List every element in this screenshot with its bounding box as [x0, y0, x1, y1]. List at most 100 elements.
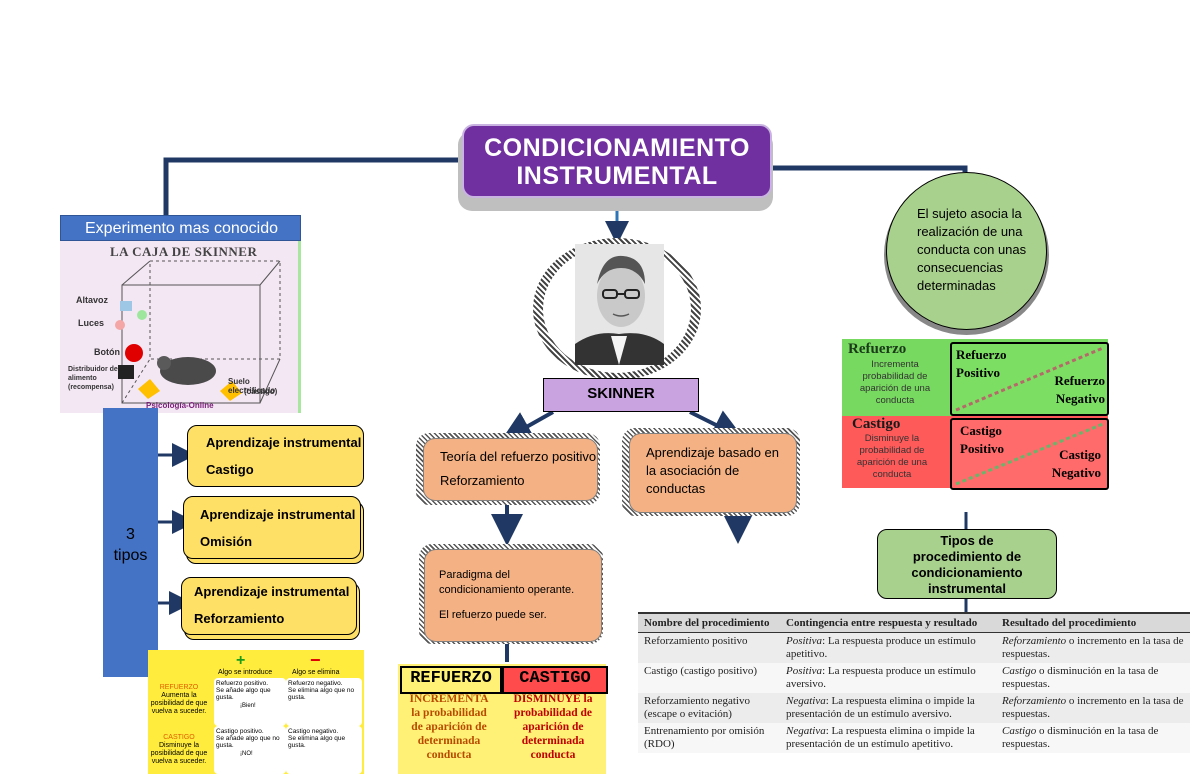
refuerzo-castigo-card: REFUERZO CASTIGO INCREMENTA la probabili… [398, 664, 608, 774]
skinner-portrait [575, 244, 664, 365]
refuerzo-desc: INCREMENTA la probabilidad de aparición … [400, 692, 498, 762]
cont-text: : La respuesta elimina o impide la prese… [786, 695, 975, 720]
refuerzo-desc-2: la probabilidad [411, 707, 487, 719]
aprendizaje-reforzamiento-line2: Reforzamiento [194, 611, 285, 626]
castigo-desc-2: probabilidad de [513, 707, 593, 719]
label-castigo: (castigo) [244, 387, 278, 396]
panel-castigo-desc: Disminuye la probabilidad de aparición d… [856, 433, 928, 480]
skinner-box-image: LA CAJA DE SKINNER Altavoz Luces Botón D… [60, 241, 301, 413]
col-elimina: Algo se elimina [292, 669, 340, 676]
bubble-bien: ¡Bien! [240, 703, 256, 709]
label-distribuidor: Distribuidor de [68, 366, 118, 373]
card-castigo-negativo: Castigo negativo. Se elimina algo que gu… [286, 726, 362, 774]
table-cell-name: Entrenamiento por omisión (RDO) [638, 723, 780, 753]
table-row: Castigo (castigo positivo) Positiva: La … [638, 663, 1190, 693]
res-em: Castigo [1002, 725, 1037, 737]
refuerzo-desc-1: INCREMENTA [409, 693, 489, 705]
paradigma-box: Paradigma del condicionamiento operante.… [424, 549, 602, 642]
card-refuerzo-positivo: Refuerzo positivo. Se añade algo que gus… [214, 678, 286, 726]
castigo-desc-4: determinada [521, 735, 585, 747]
main-title: CONDICIONAMIENTO INSTRUMENTAL [462, 124, 772, 198]
label-boton: Botón [94, 347, 120, 357]
refuerzo-desc-3: de aparición de [411, 721, 487, 733]
card-cp-desc: Se añade algo que no gusta. [216, 735, 280, 749]
card-refuerzo-negativo: Refuerzo negativo. Se elimina algo que n… [286, 678, 362, 726]
infographic-refuerzo-desc: Aumenta la posibilidad de que vuelva a s… [150, 692, 208, 715]
res-em: Reforzamiento [1002, 635, 1067, 647]
refuerzo-types-box: Refuerzo Positivo Refuerzo Negativo [950, 342, 1109, 416]
minus-icon: − [310, 650, 321, 670]
cont-em: Negativa [786, 695, 826, 707]
table-cell-resultado: Reforzamiento o incremento en la tasa de… [996, 633, 1190, 664]
castigo-header: CASTIGO [502, 666, 608, 694]
table-cell-resultado: Reforzamiento o incremento en la tasa de… [996, 693, 1190, 723]
table-row: Reforzamiento negativo (escape o evitaci… [638, 693, 1190, 723]
table-cell-name: Reforzamiento negativo (escape o evitaci… [644, 695, 750, 720]
table-cell-contingencia: Negativa: La respuesta elimina o impide … [780, 693, 996, 723]
aprendizaje-asoc-text: Aprendizaje basado en la asociación de c… [646, 445, 779, 496]
table-row: Entrenamiento por omisión (RDO) Negativa… [638, 723, 1190, 753]
refuerzo-divider [955, 346, 1104, 412]
cont-em: Negativa [786, 725, 826, 737]
main-title-line1: CONDICIONAMIENTO [484, 134, 750, 162]
watermark: Psicología-Online [146, 401, 214, 410]
connector-skinner-teoria [500, 410, 554, 442]
table-header-row: Nombre del procedimiento Contingencia en… [638, 612, 1190, 633]
cont-text: : La respuesta produce un estímulo apeti… [786, 635, 976, 660]
castigo-desc-5: conducta [530, 749, 576, 761]
table-header-nombre: Nombre del procedimiento [638, 612, 780, 633]
main-title-line2: INSTRUMENTAL [516, 162, 718, 190]
experiment-label: Experimento mas conocido [60, 215, 301, 241]
card-castigo-positivo: Castigo positivo. Se añade algo que no g… [214, 726, 286, 774]
card-rn-desc: Se elimina algo que no gusta. [288, 687, 355, 701]
connector-title-experiment [163, 157, 462, 215]
tipos-count: 3 [126, 526, 135, 543]
refuerzo-positivo-label: Refuerzo Positivo [956, 347, 1007, 380]
tipos-label: tipos [113, 547, 148, 564]
skinner-label: SKINNER [543, 378, 699, 412]
castigo-desc-1: DISMINUYE la [513, 693, 593, 705]
aprendizaje-castigo-line1: Aprendizaje instrumental [206, 435, 362, 450]
table-cell-name: Reforzamiento positivo [644, 635, 748, 647]
cont-text: : La respuesta produce un estímulo avers… [786, 665, 976, 690]
table-row: Reforzamiento positivo Positiva: La resp… [638, 633, 1190, 664]
paradigma-line2: El refuerzo puede ser. [439, 609, 547, 621]
castigo-header-text: CASTIGO [519, 669, 591, 688]
label-alimento: alimento [68, 375, 97, 382]
table-cell-contingencia: Negativa: La respuesta elimina o impide … [780, 723, 996, 753]
castigo-desc: DISMINUYE la probabilidad de aparición d… [502, 692, 604, 762]
res-em: Castigo [1002, 665, 1037, 677]
refuerzo-negativo-label: Refuerzo Negativo [1054, 373, 1105, 406]
tipos-procedimiento-text: Tipos de procedimiento de condicionamien… [911, 533, 1023, 596]
rat-icon [160, 357, 216, 385]
aprendizaje-reforzamiento-box: Aprendizaje instrumental Reforzamiento [181, 577, 357, 635]
aprendizaje-omision-line2: Omisión [200, 534, 253, 549]
teoria-line2: Reforzamiento [440, 473, 525, 488]
castigo-panel: Castigo Disminuye la probabilidad de apa… [842, 416, 1109, 490]
cont-text: : La respuesta elimina o impide la prese… [786, 725, 975, 750]
aprendizaje-omision-line1: Aprendizaje instrumental [200, 507, 356, 522]
label-recompensa: (recompensa) [68, 384, 114, 391]
table-cell-contingencia: Positiva: La respuesta produce un estímu… [780, 633, 996, 664]
cont-em: Positiva [786, 665, 823, 677]
card-rp-desc: Se añade algo que gusta. [216, 687, 271, 701]
panel-refuerzo-desc: Incrementa probabilidad de aparición de … [859, 359, 931, 406]
teoria-box: Teoría del refuerzo positivo Reforzamien… [423, 438, 598, 501]
tipos-procedimiento-box: Tipos de procedimiento de condicionamien… [877, 529, 1057, 599]
food-dispenser-icon [118, 365, 134, 379]
refuerzo-desc-5: conducta [426, 749, 472, 761]
plus-icon: + [236, 652, 246, 669]
res-text: o disminución en la tasa de respuestas. [1002, 725, 1159, 750]
col-introduce: Algo se introduce [218, 669, 273, 676]
table-header-resultado: Resultado del procedimiento [996, 612, 1190, 633]
aprendizaje-castigo-box: Aprendizaje instrumental Castigo [187, 425, 364, 487]
refuerzo-desc-4: determinada [417, 735, 481, 747]
refuerzo-panel: Refuerzo Incrementa probabilidad de apar… [842, 339, 1109, 416]
aprendizaje-omision-box: Aprendizaje instrumental Omisión [183, 496, 361, 559]
cont-em: Positiva [786, 635, 823, 647]
table-cell-resultado: Castigo o disminución en la tasa de resp… [996, 723, 1190, 753]
table-header-contingencia: Contingencia entre respuesta y resultado [780, 612, 996, 633]
res-text: o incremento en la tasa de respuestas. [1002, 635, 1184, 660]
refuerzo-castigo-infographic: + − Algo se introduce Algo se elimina RE… [148, 650, 364, 774]
card-cn-title: Castigo negativo. [288, 728, 339, 735]
